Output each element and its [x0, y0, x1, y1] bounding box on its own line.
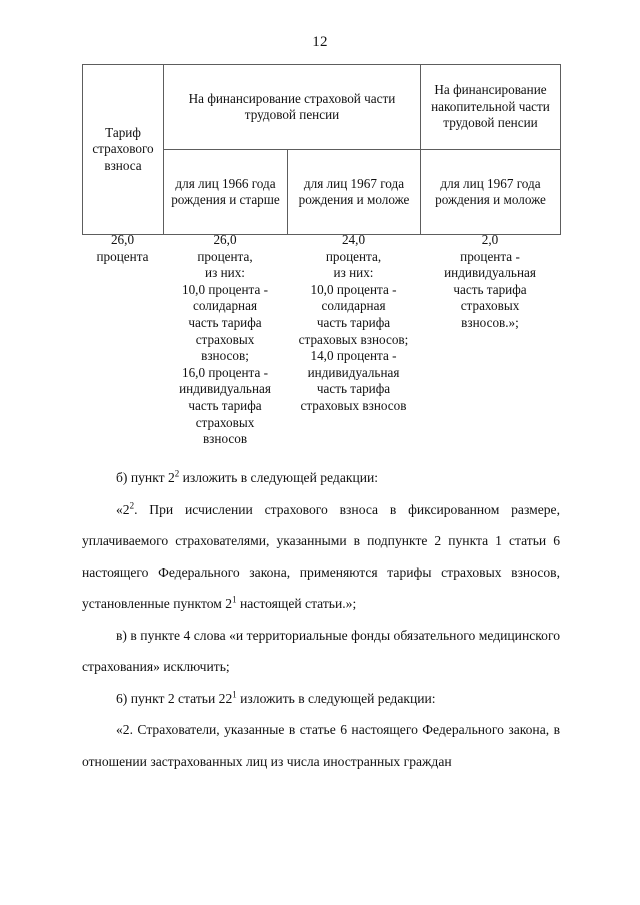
paragraph-quote-tail: настоящей статьи.»;	[236, 596, 357, 611]
paragraph-6-text-after: изложить в следующей редакции:	[236, 690, 436, 706]
paragraph-6-item: 6) пункт 2 статьи 221 изложить в следующ…	[82, 683, 560, 715]
paragraph-6-superscript: 1	[232, 688, 237, 699]
header-cell-funded-part: На финансирование накопительной части тр…	[420, 64, 561, 150]
paragraph-quote-2: «2. Страхователи, указанные в статье 6 н…	[82, 722, 560, 769]
header-cell-insurance-part: На финансирование страховой части трудов…	[163, 64, 421, 150]
paragraph-quote-2-2: «22. При исчислении страхового взноса в …	[82, 494, 560, 620]
paragraph-b-item: б) пункт 22 изложить в следующей редакци…	[82, 462, 560, 494]
paragraph-b-text-after: изложить в следующей редакции:	[179, 470, 379, 485]
tariff-table: Тариф страхового взноса На финансировани…	[82, 64, 561, 235]
body-text: б) пункт 22 изложить в следующей редакци…	[82, 462, 560, 777]
paragraph-6-text-before: 6) пункт 2 статьи 22	[116, 690, 233, 706]
paragraph-b-superscript: 2	[174, 468, 180, 479]
paragraph-b-text-before: б) пункт 2	[116, 470, 175, 485]
paragraph-v-item: в) в пункте 4 слова «и территориальные ф…	[82, 627, 560, 675]
header-cell-born-1967-funded: для лиц 1967 года рождения и моложе	[420, 149, 561, 235]
table-header-row-2: для лиц 1966 года рождения и старше для …	[83, 149, 561, 235]
table-cell-born-1967-funded-value: 2,0 процента - индивидуальная часть тари…	[444, 232, 536, 330]
table-cell-born-1966-value: 26,0 процента, из них: 10,0 процента - с…	[179, 232, 271, 447]
paragraph-quote-superscript-2: 1	[232, 594, 237, 605]
paragraph-quote-body: . При исчислении страхового взноса в фик…	[82, 501, 560, 612]
page-number: 12	[312, 34, 328, 50]
header-cell-born-1967-insurance: для лиц 1967 года рождения и моложе	[287, 149, 421, 235]
paragraph-quote-open: «2	[116, 501, 130, 517]
header-cell-tariff: Тариф страхового взноса	[82, 64, 164, 235]
table-cell-tariff-value: 26,0 процента	[96, 232, 149, 264]
table-row: 26,0 процента 26,0 процента, из них: 10,…	[82, 232, 560, 448]
header-cell-born-1966: для лиц 1966 года рождения и старше	[163, 149, 288, 235]
table-header-row-1: Тариф страхового взноса На финансировани…	[82, 64, 561, 235]
paragraph-quote-superscript-1: 2	[129, 499, 135, 510]
table-cell-born-1967-insurance-value: 24,0 процента, из них: 10,0 процента - с…	[298, 232, 409, 413]
